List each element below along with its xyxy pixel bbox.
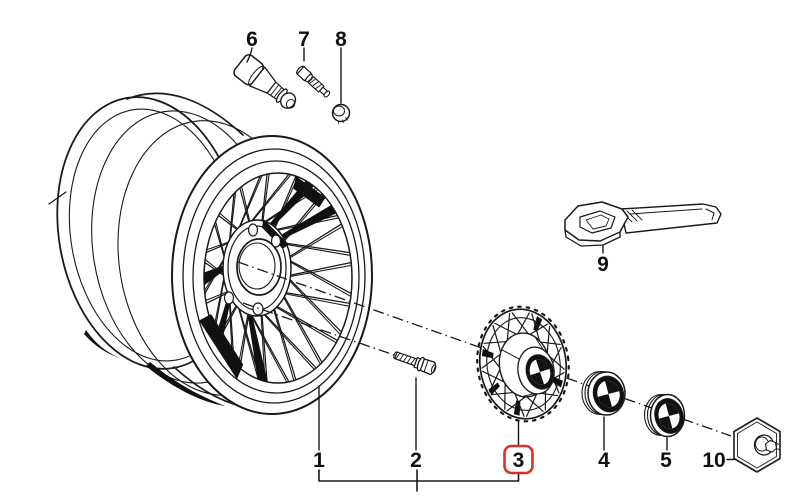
lug-hole	[247, 223, 259, 237]
part-label-2[interactable]: 2	[410, 449, 422, 472]
leader-lines	[246, 47, 735, 461]
part-label-1[interactable]: 1	[313, 449, 325, 472]
emblem-bmw-roundel	[592, 375, 625, 413]
wheel-wrench-drawing	[564, 201, 722, 247]
part-label-7[interactable]: 7	[298, 28, 310, 51]
highlight-box-part-3	[503, 444, 534, 475]
emblem-58mm-drawing	[643, 393, 686, 438]
hex-cap-drawing	[733, 417, 781, 473]
valve-cap-drawing	[331, 103, 351, 124]
part-label-6[interactable]: 6	[246, 28, 258, 51]
lug-bolt-axis-line	[242, 302, 398, 357]
lug-bolt-drawing	[393, 351, 437, 376]
group-bracket	[318, 469, 520, 492]
part-label-4[interactable]: 4	[598, 449, 610, 472]
part-label-8[interactable]: 8	[335, 28, 347, 51]
part-label-5[interactable]: 5	[660, 449, 672, 472]
lug-hole	[270, 234, 282, 248]
rim-edge-tick	[48, 191, 67, 205]
cap-bmw-roundel	[525, 354, 555, 390]
hub-cap-drawing	[476, 305, 570, 423]
lug-hole	[223, 291, 235, 305]
emblem-bmw-roundel	[654, 398, 684, 434]
lug-hole	[252, 302, 264, 316]
valve-core-drawing	[296, 65, 331, 98]
alloy-wheel-drawing	[48, 92, 373, 415]
valve-stem-drawing	[233, 54, 297, 109]
part-label-9[interactable]: 9	[597, 253, 609, 276]
hub-bore	[236, 238, 282, 296]
emblem-70mm-drawing	[581, 370, 626, 416]
part-label-10[interactable]: 10	[702, 449, 725, 472]
part-label-3-highlighted[interactable]: 3	[513, 449, 525, 472]
